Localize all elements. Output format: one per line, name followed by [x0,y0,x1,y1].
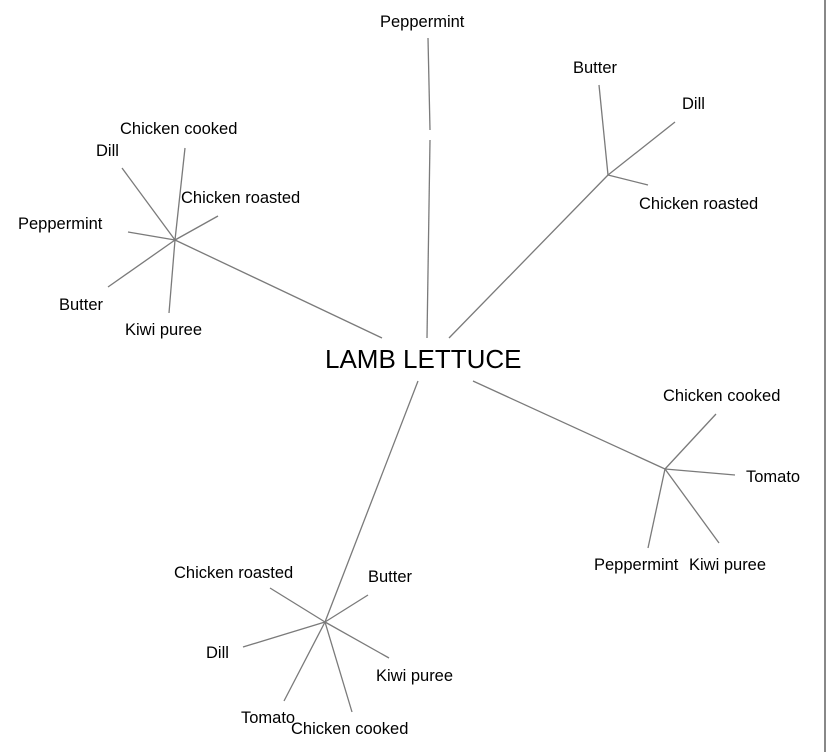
tree-edge [121,167,176,241]
leaf-label: Chicken roasted [181,189,300,207]
leaf-label: Kiwi puree [125,321,202,339]
tree-edge [427,37,431,131]
leaf-label: Chicken roasted [639,195,758,213]
tree-edge [598,84,609,176]
leaf-label: Chicken roasted [174,564,293,582]
tree-edge [448,174,609,339]
tree-edge [324,380,419,623]
tree-edge [168,239,176,314]
leaf-label: Butter [573,59,618,77]
tree-edge [664,468,720,544]
tree-edge [242,621,326,648]
leaf-label: Chicken cooked [663,387,780,405]
tree-edge [283,621,326,702]
tree-edge [472,380,666,470]
tree-edge [664,468,736,476]
tree-edge [426,139,431,339]
root-label: LAMB LETTUCE [325,344,522,374]
tree-edge [324,621,390,659]
tree-edge [607,174,649,186]
tree-edge [127,231,176,241]
leaf-label: Dill [206,644,229,662]
leaf-label: Kiwi puree [376,667,453,685]
leaf-label: Dill [682,95,705,113]
tree-edge [174,147,186,241]
leaf-label: Tomato [241,709,295,727]
leaf-label: Tomato [746,468,800,486]
leaf-label: Kiwi puree [689,556,766,574]
leaf-label: Dill [96,142,119,160]
tree-edge [174,215,219,241]
leaf-label: Peppermint [594,556,679,574]
tree-edge [647,468,666,549]
leaf-label: Chicken cooked [291,720,408,738]
tree-edge [107,239,176,288]
leaf-label: Peppermint [18,215,103,233]
leaf-label: Peppermint [380,13,465,31]
leaf-label: Butter [368,568,413,586]
tree-edge [607,121,676,176]
leaf-label: Chicken cooked [120,120,237,138]
tree-edge [664,413,717,470]
tree-edge [269,587,326,623]
tree-edge [324,594,369,623]
tree-edges [107,37,736,713]
right-border [824,0,826,752]
tree-edge [324,621,353,713]
leaf-label: Butter [59,296,104,314]
tree-edge [174,239,383,339]
